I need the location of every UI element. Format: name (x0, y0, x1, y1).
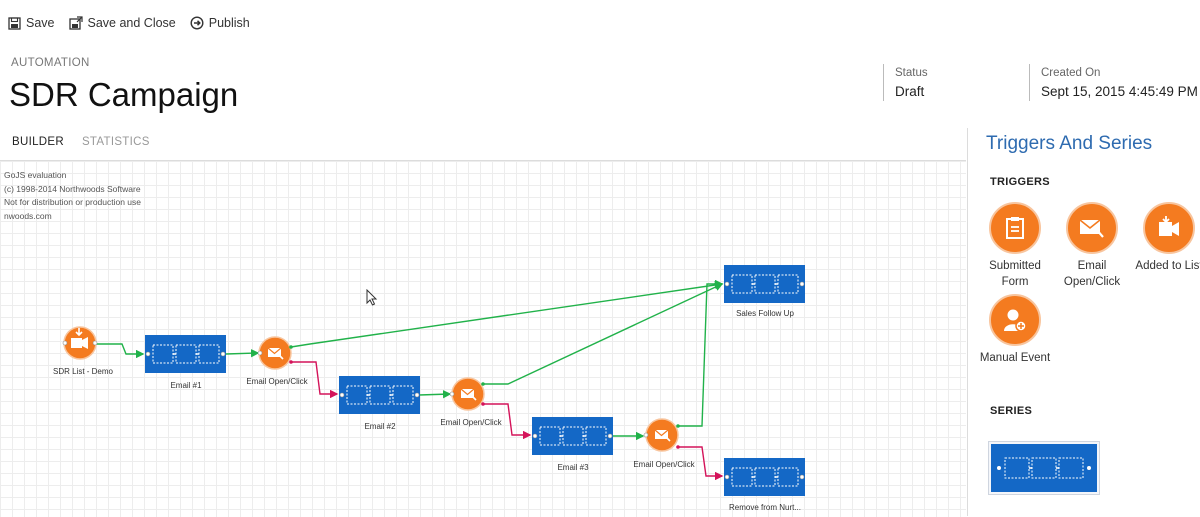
save-icon (8, 16, 21, 30)
list-video-icon (71, 328, 88, 349)
save-button[interactable]: Save (8, 16, 55, 30)
save-close-icon (68, 16, 83, 30)
trigger-label: Added to List (1135, 260, 1200, 272)
node-label: Email #1 (170, 381, 202, 390)
series-heading: SERIES (990, 405, 1033, 417)
triggers-heading: TRIGGERS (990, 176, 1050, 188)
page-title: SDR Campaign (9, 76, 239, 113)
node-label: Email #3 (557, 463, 589, 472)
node-label: Email Open/Click (633, 460, 695, 469)
page-kicker: AUTOMATION (11, 57, 90, 69)
publish-button[interactable]: Publish (190, 16, 250, 30)
node-remove-from-nurture[interactable] (723, 457, 806, 497)
link-open2-to-sales (483, 283, 724, 385)
link-open1-to-email2 (291, 361, 339, 399)
trigger-label: Email Open/Click (1063, 260, 1121, 288)
save-label: Save (26, 16, 55, 30)
node-label: Remove from Nurt... (729, 503, 801, 512)
workflow-diagram: SDR List - Demo Email #1 Email Open/Clic… (53, 264, 806, 512)
link-open3-to-remove (678, 446, 724, 481)
trigger-manual-event[interactable]: Manual Event (976, 294, 1054, 366)
publish-label: Publish (208, 16, 250, 30)
gojs-evaluation-notice: GoJS evaluation (c) 1998-2014 Northwoods… (4, 169, 141, 223)
node-sdr-list[interactable]: SDR List - Demo (53, 326, 114, 376)
created-label: Created On (1041, 67, 1101, 79)
node-sales-follow-up[interactable] (723, 264, 806, 304)
panel-title: Triggers And Series (986, 133, 1153, 154)
node-open-click-1[interactable] (257, 336, 293, 370)
node-label: Email Open/Click (440, 418, 502, 427)
email-click-icon (1066, 202, 1118, 254)
eval-line: (c) 1998-2014 Northwoods Software (4, 183, 141, 194)
node-email-1[interactable] (144, 334, 227, 374)
toolbar: Save Save and Close Publish (8, 12, 250, 34)
link-open1-to-sales (290, 280, 724, 348)
eval-line: Not for distribution or production use (4, 197, 142, 207)
eval-line: nwoods.com (4, 210, 52, 221)
status-value: Draft (895, 84, 925, 99)
link-email1-to-open1 (225, 349, 260, 358)
triggers-panel: Triggers And Series TRIGGERS Submitted F… (967, 128, 1200, 516)
node-email-2[interactable] (338, 375, 421, 415)
link-sdr-to-email1 (95, 343, 145, 359)
node-open-click-3[interactable] (643, 418, 680, 452)
created-block: Created On Sept 15, 2015 4:45:49 PM (1029, 64, 1198, 101)
created-value: Sept 15, 2015 4:45:49 PM (1041, 84, 1198, 99)
save-and-close-button[interactable]: Save and Close (68, 16, 176, 30)
link-email2-to-open2 (418, 390, 452, 399)
series-thumbnail (991, 444, 1097, 492)
clipboard-icon (989, 202, 1041, 254)
publish-icon (190, 16, 204, 30)
builder-canvas[interactable]: GoJS evaluation (c) 1998-2014 Northwoods… (0, 160, 966, 517)
status-label: Status (895, 67, 928, 79)
node-open-click-2[interactable] (449, 377, 485, 411)
node-label: Email #2 (364, 422, 396, 431)
list-video-icon (1143, 202, 1195, 254)
person-add-icon (989, 294, 1041, 346)
trigger-added-to-list[interactable]: Added to List (1130, 202, 1200, 274)
tab-builder[interactable]: BUILDER (12, 136, 64, 148)
eval-line: GoJS evaluation (4, 170, 67, 180)
trigger-submitted-form[interactable]: Submitted Form (976, 202, 1054, 290)
series-item[interactable] (988, 441, 1100, 495)
save-and-close-label: Save and Close (87, 16, 176, 30)
trigger-email-open-click[interactable]: Email Open/Click (1053, 202, 1131, 290)
node-email-3[interactable] (531, 416, 614, 456)
link-open3-to-sales (678, 279, 724, 427)
link-open2-to-email3 (483, 403, 532, 440)
node-label: SDR List - Demo (53, 367, 114, 376)
node-label: Email Open/Click (246, 377, 308, 386)
view-tabs: BUILDER STATISTICS (12, 136, 150, 148)
status-block: Status Draft (883, 64, 928, 101)
trigger-label: Manual Event (979, 352, 1051, 364)
trigger-label: Submitted Form (989, 260, 1041, 288)
node-label: Sales Follow Up (736, 309, 794, 318)
tab-statistics[interactable]: STATISTICS (81, 136, 150, 148)
mouse-cursor-icon (366, 289, 378, 306)
